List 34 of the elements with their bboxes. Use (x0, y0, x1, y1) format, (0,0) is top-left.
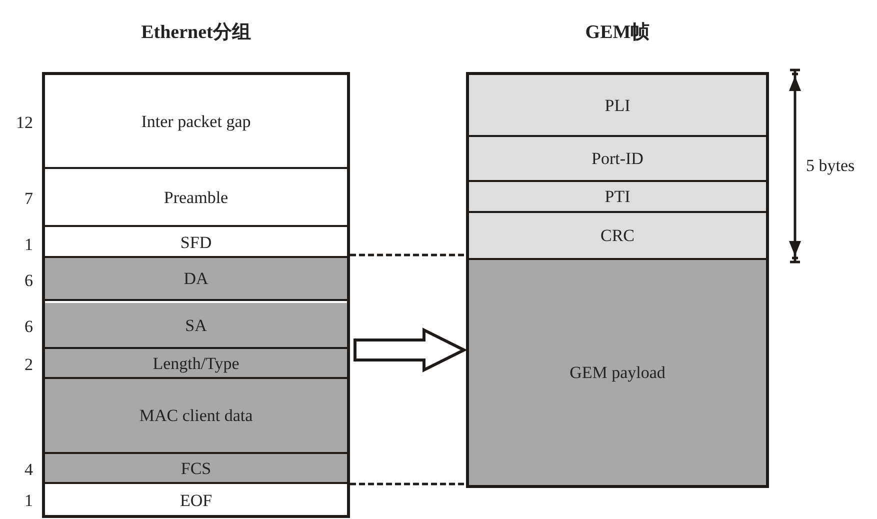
frame-field (469, 260, 766, 485)
byte-count: 7 (24, 190, 33, 207)
field-name: SFD (180, 234, 212, 251)
byte-count: 6 (24, 272, 33, 288)
field-name: GEM payload (570, 364, 666, 381)
field-name: Port-ID (592, 150, 644, 167)
frame-field (469, 137, 766, 182)
byte-count: 6 (24, 318, 33, 335)
dimension-label: 5 bytes (806, 157, 855, 174)
field-name: PLI (604, 96, 630, 114)
field-name: FCS (180, 460, 212, 476)
byte-count: 1 (24, 236, 33, 252)
dashed-line (350, 482, 466, 486)
column-heading: Ethernet分组 (141, 21, 251, 45)
byte-count: 1 (24, 492, 33, 509)
byte-count: 2 (24, 356, 33, 373)
frame-field (469, 182, 766, 213)
byte-count: 12 (16, 114, 33, 131)
field-name: SA (185, 316, 207, 334)
field-name: Preamble (164, 188, 228, 206)
dashed-line (350, 254, 466, 256)
frame-field (45, 379, 347, 454)
column-heading: GEM帧 (585, 21, 650, 45)
field-name: PTI (604, 188, 630, 205)
byte-count: 4 (24, 461, 33, 478)
field-name: CRC (600, 227, 635, 244)
field-name: DA (184, 270, 208, 287)
field-name: MAC client data (139, 407, 253, 424)
frame-field (469, 75, 766, 137)
field-name: Length/Type (152, 354, 240, 372)
field-name: EOF (180, 492, 212, 508)
block-arrow (354, 328, 468, 372)
frame-field (469, 213, 766, 260)
field-name: Inter packet gap (141, 112, 251, 130)
